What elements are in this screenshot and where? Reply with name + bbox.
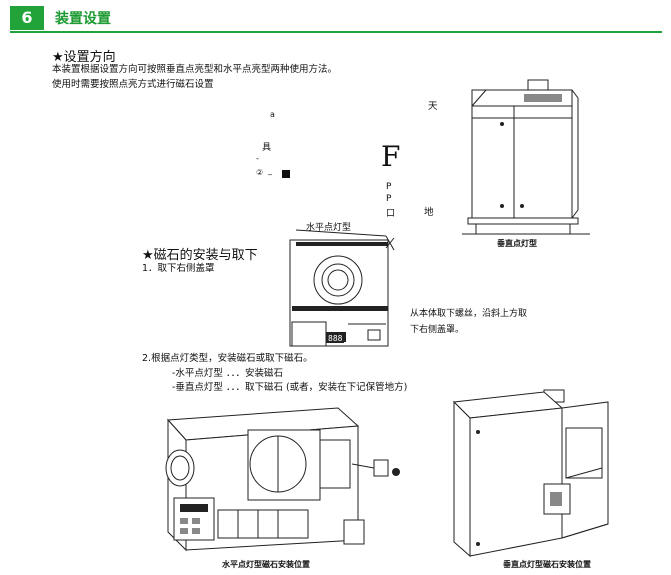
diagram-mark-square <box>282 170 290 178</box>
vertical-unit-illustration <box>462 79 590 235</box>
diagram-letter-p2: P <box>386 194 392 204</box>
diagram-mark-b: 具 <box>262 143 272 153</box>
diagram-mark-d: ② <box>256 168 264 177</box>
vertical-type-caption: 垂直点灯型 <box>497 239 537 248</box>
label-sky: 天 <box>428 101 438 112</box>
diagram-letter-f: F <box>381 140 401 173</box>
diagram-mark-c: - <box>256 154 259 163</box>
horizontal-type-label: 水平点灯型 <box>306 223 352 233</box>
horizontal-magnet-position-caption: 水平点灯型磁石安装位置 <box>222 560 310 569</box>
cover-removal-illustration <box>289 229 395 347</box>
magnet-heading: ★磁石的安装与取下 <box>142 248 258 263</box>
orientation-heading: ★设置方向 <box>52 50 116 65</box>
cover-removal-note-line1: 从本体取下螺丝，沿斜上方取 <box>410 309 528 319</box>
horizontal-magnet-illustration <box>165 407 400 552</box>
diagram-mark-e: _ <box>268 166 272 175</box>
header-divider <box>10 31 662 33</box>
vertical-magnet-illustration <box>452 389 609 558</box>
vertical-magnet-position-caption: 垂直点灯型磁石安装位置 <box>503 560 591 569</box>
chapter-title: 装置设置 <box>55 11 111 27</box>
chapter-number-badge: 6 <box>10 6 44 30</box>
magnet-step2-vertical: -垂直点灯型 ．．．取下磁石 (或者，安装在下记保管地方) <box>172 382 408 393</box>
diagram-mark-a: a <box>270 110 275 119</box>
diagram-letter-p1: P <box>386 182 392 192</box>
magnet-step1: 1．取下右侧盖罩 <box>142 263 215 274</box>
cover-removal-note-line2: 下右侧盖罩。 <box>410 325 465 335</box>
magnet-step2-intro: 2.根据点灯类型，安装磁石或取下磁石。 <box>142 353 313 364</box>
diagram-letter-p3: 口 <box>386 209 396 219</box>
label-ground: 地 <box>424 207 434 218</box>
magnet-step2-horizontal: -水平点灯型 ．．．安装磁石 <box>172 368 283 379</box>
orientation-text-line2: 使用时需要按照点亮方式进行磁石设置 <box>52 79 214 90</box>
orientation-text-line1: 本装置根据设置方向可按照垂直点亮型和水平点亮型两种使用方法。 <box>52 64 338 75</box>
control-panel-display: 888 <box>326 334 345 343</box>
